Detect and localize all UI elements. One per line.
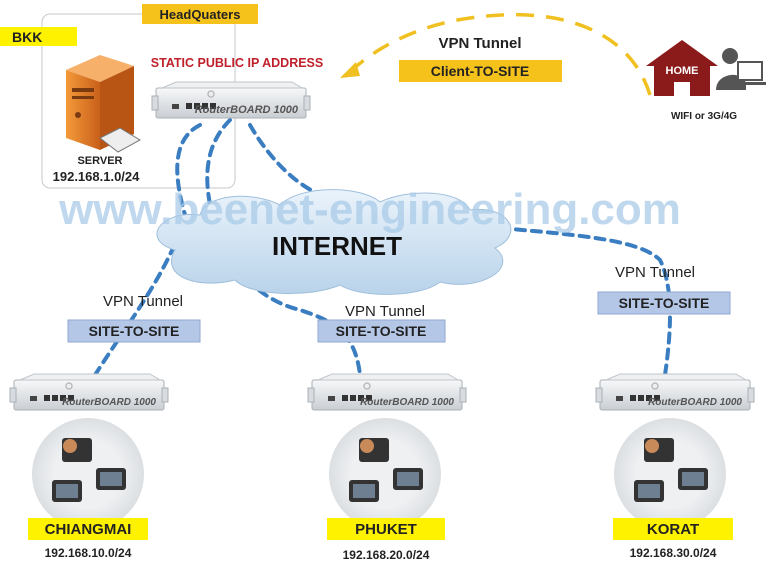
- korat-site-box: [597, 291, 731, 315]
- server-label: SERVER: [77, 155, 122, 167]
- korat-name: KORAT: [647, 521, 699, 538]
- korat-tunnel-label: VPN Tunnel: [615, 264, 695, 281]
- korat-tunnel-type: SITE-TO-SITE: [619, 295, 710, 311]
- static-ip-label: STATIC PUBLIC IP ADDRESS: [151, 56, 323, 70]
- korat-computers-icon: [614, 418, 726, 530]
- headquarters-label-box: [142, 4, 258, 24]
- korat-label-box: [613, 518, 733, 540]
- chiangmai-computers-icon: [32, 418, 144, 530]
- client-to-site-box: [399, 60, 562, 82]
- hq-tunnel-1: [175, 123, 202, 217]
- chiangmai-tunnel-type: SITE-TO-SITE: [89, 323, 180, 339]
- connection-type: WIFI or 3G/4G: [671, 111, 737, 122]
- phuket-subnet: 192.168.20.0/24: [343, 548, 430, 562]
- client-to-site-tunnel: [350, 12, 652, 96]
- arrow-head-icon: [340, 62, 360, 78]
- hq-subnet: 192.168.1.0/24: [53, 169, 141, 184]
- phuket-site-box: [317, 319, 446, 343]
- chiangmai-name: CHIANGMAI: [45, 521, 132, 538]
- internet-label: INTERNET: [272, 231, 402, 261]
- watermark: www.beenet-engineering.com: [58, 185, 681, 234]
- korat-subnet: 192.168.30.0/24: [630, 546, 717, 560]
- client-tunnel-type: Client-TO-SITE: [431, 63, 530, 79]
- home-icon: HOME: [646, 40, 718, 96]
- chiangmai-site-box: [67, 319, 201, 343]
- chiangmai-label-box: [28, 518, 148, 540]
- korat-router-model: RouterBOARD 1000: [648, 397, 742, 408]
- chiangmai-tunnel-label: VPN Tunnel: [103, 293, 183, 310]
- phuket-tunnel-type: SITE-TO-SITE: [336, 323, 427, 339]
- chiangmai-router: RouterBOARD 1000: [9, 373, 169, 411]
- internet-cloud: [156, 189, 512, 295]
- server-icon: [66, 55, 142, 153]
- home-label: HOME: [666, 65, 699, 77]
- bkk-label: BKK: [12, 29, 42, 45]
- chiangmai-subnet: 192.168.10.0/24: [45, 546, 132, 560]
- hq-router-model: RouterBOARD 1000: [195, 104, 299, 116]
- phuket-tunnel-label: VPN Tunnel: [345, 303, 425, 320]
- phuket-computers-icon: [329, 418, 441, 530]
- hq-router: RouterBOARD 1000: [151, 81, 311, 119]
- phuket-router-model: RouterBOARD 1000: [360, 397, 454, 408]
- korat-router: RouterBOARD 1000: [595, 373, 755, 411]
- korat-tunnel: [498, 226, 672, 377]
- bkk-label-box: [0, 27, 77, 46]
- phuket-router: RouterBOARD 1000: [307, 373, 467, 411]
- chiangmai-router-model: RouterBOARD 1000: [62, 397, 156, 408]
- phuket-label-box: [327, 518, 445, 540]
- headquarters-title: HeadQuaters: [160, 7, 241, 22]
- phuket-name: PHUKET: [355, 521, 417, 538]
- remote-user-icon: [716, 48, 766, 90]
- client-tunnel-label: VPN Tunnel: [438, 35, 521, 52]
